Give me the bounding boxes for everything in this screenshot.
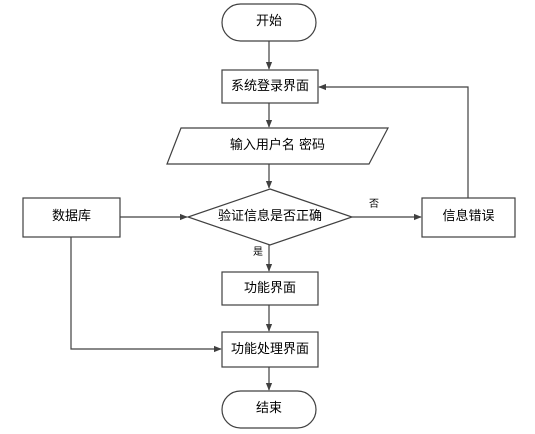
edge-label-no: 否 (369, 199, 379, 210)
verify-decision-diamond (186, 188, 354, 246)
edge-database-to-process (70, 237, 222, 353)
database-box (22, 197, 121, 238)
function-box (221, 271, 319, 306)
function-label: 功能界面 (243, 281, 296, 296)
process-box (221, 331, 319, 368)
process-label: 功能处理界面 (230, 342, 309, 357)
error-label: 信息错误 (442, 209, 495, 224)
verify-label: 验证信息是否正确 (217, 209, 322, 224)
edge-error-to-login (318, 83, 469, 198)
input-parallelogram (166, 127, 389, 165)
end-terminal (221, 390, 317, 429)
end-label: 结束 (255, 401, 282, 416)
edge-label-yes: 是 (253, 247, 263, 258)
login-label: 系统登录界面 (230, 79, 309, 94)
input-label: 输入用户名 密码 (229, 138, 326, 153)
start-label: 开始 (255, 14, 282, 29)
error-box (421, 197, 516, 238)
login-process-box (221, 69, 319, 104)
database-label: 数据库 (51, 209, 91, 224)
